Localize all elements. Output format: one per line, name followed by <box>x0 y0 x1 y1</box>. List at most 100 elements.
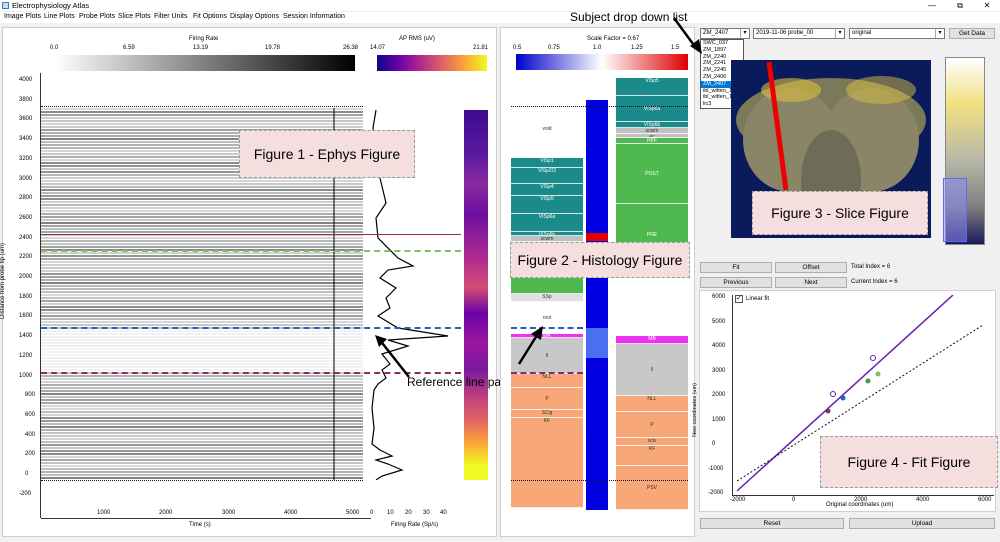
region: VISp2/3 <box>511 168 583 184</box>
ephys-y-tick: 1200 <box>19 352 33 359</box>
fit-line <box>736 295 954 492</box>
subject-option-selected[interactable]: ZM_2407 <box>701 80 743 88</box>
ephys-y-tick: 3800 <box>19 96 33 103</box>
firing-rate-line-plot <box>368 108 458 481</box>
subject-dropdown[interactable]: ZM_2407 ▾ <box>700 28 750 39</box>
fit-x-tick: -2000 <box>730 497 746 503</box>
probe-top-line <box>511 106 688 107</box>
subject-option[interactable]: ZM_2240 <box>703 53 727 60</box>
fr-x-axis-label: Firing Rate (Sp/s) <box>391 522 439 528</box>
fit-button[interactable]: Fit <box>700 262 772 273</box>
region: PSV <box>616 466 688 510</box>
fit-y-tick: 3000 <box>712 367 726 374</box>
ephys-y-tick: 2400 <box>19 234 33 241</box>
region: KF <box>511 418 583 508</box>
reference-line[interactable] <box>41 250 461 252</box>
subject-option[interactable]: ZM_2241 <box>703 60 727 67</box>
ephys-panel: Firing Rate 0.0 6.59 13.19 19.78 26.38 A… <box>0 27 508 537</box>
fr-tick: 13.19 <box>193 45 209 51</box>
minimize-button[interactable]: — <box>928 1 936 10</box>
region: HPF <box>616 138 688 144</box>
reference-arrow-icon <box>375 335 410 378</box>
menu-fit-options[interactable]: Fit Options <box>193 13 227 20</box>
ap-rms-title: AP RMS (uV) <box>399 36 435 42</box>
fit-y-tick: -1000 <box>708 465 724 472</box>
reference-line[interactable] <box>41 327 461 329</box>
subject-option[interactable]: SWC_037 <box>703 40 729 46</box>
get-data-button[interactable]: Get Data <box>949 28 995 39</box>
region-void: void <box>511 108 583 158</box>
ephys-y-tick: 2000 <box>19 274 33 280</box>
figure-1-annotation: Figure 1 - Ephys Figure <box>239 130 415 178</box>
subject-option[interactable]: ZM_2406 <box>703 73 727 80</box>
identity-line <box>736 324 984 482</box>
image-dropdown-value: original <box>852 30 872 36</box>
menu-display-options[interactable]: Display Options <box>230 13 280 20</box>
probe-tip-line <box>41 480 363 481</box>
image-dropdown[interactable]: original ▾ <box>849 28 945 39</box>
fit-point <box>875 371 881 377</box>
region: SCig <box>511 410 583 418</box>
subject-option[interactable]: ZM_1897 <box>703 46 727 53</box>
menu-session-information[interactable]: Session Information <box>283 13 345 20</box>
right-column: ZM_2407 ▾ 2019-11-06 probe_00 ▾ original… <box>692 27 999 542</box>
fit-y-tick: 2000 <box>712 392 726 398</box>
session-dropdown-value: 2019-11-06 probe_00 <box>756 30 814 36</box>
menu-line-plots[interactable]: Line Plots <box>44 13 75 20</box>
fit-x-tick: 6000 <box>978 497 992 503</box>
ephys-y-tick: 1400 <box>19 333 33 340</box>
region: scwm <box>616 128 688 134</box>
ephys-y-tick: -200 <box>19 490 32 497</box>
region: scwm <box>511 236 583 242</box>
histology-regions-right: VISp5 VISp6a VISp6b scwm ec HPF POST PRE… <box>616 78 688 510</box>
ephys-y-tick: 3600 <box>19 116 33 123</box>
subject-option[interactable]: ibl_witten_13 <box>703 87 736 94</box>
scale-tick: 0.5 <box>513 45 522 51</box>
subject-option[interactable]: lic3 <box>703 101 712 108</box>
offset-button[interactable]: Offset <box>775 262 847 273</box>
region: P <box>511 388 583 410</box>
chevron-down-icon: ▾ <box>740 29 749 38</box>
reset-button[interactable]: Reset <box>700 518 844 529</box>
fit-y-tick: -2000 <box>708 490 724 496</box>
fr-x-tick: 0 <box>370 510 374 516</box>
region: VISp5 <box>511 196 583 214</box>
menu-filter-units[interactable]: Filter Units <box>154 13 188 20</box>
fr-x-tick: 20 <box>405 510 412 516</box>
reference-line[interactable] <box>511 372 583 374</box>
session-dropdown[interactable]: 2019-11-06 probe_00 ▾ <box>753 28 845 39</box>
menu-probe-plots[interactable]: Probe Plots <box>79 13 116 20</box>
ephys-y-tick: 4000 <box>19 77 33 83</box>
fit-x-tick: 0 <box>792 497 796 503</box>
menu-image-plots[interactable]: Image Plots <box>4 13 41 20</box>
ap-tick: 14.07 <box>370 45 386 51</box>
ephys-y-tick: 2800 <box>19 195 33 202</box>
reference-line[interactable] <box>41 234 461 235</box>
total-index-label: Total Index = 6 <box>851 264 891 270</box>
upload-button[interactable]: Upload <box>849 518 995 529</box>
maximize-button[interactable]: ⧉ <box>957 1 963 10</box>
subject-option[interactable]: ibl_witten_14 <box>703 94 736 101</box>
linear-fit-checkbox[interactable]: ✓ <box>735 295 743 303</box>
fit-y-tick: 1000 <box>712 416 726 423</box>
fr-tick: 19.78 <box>265 45 281 51</box>
histology-regions-left: void VISp1 VISp2/3 VISp4 VISp5 VISp6a VI… <box>511 108 583 508</box>
subject-option[interactable]: ZM_2245 <box>703 67 727 74</box>
reference-line[interactable] <box>41 372 461 374</box>
scale-tick: 1.5 <box>671 45 680 51</box>
fit-y-axis-label: New coordinates (um) <box>691 383 698 437</box>
reference-line[interactable] <box>511 327 583 329</box>
previous-button[interactable]: Previous <box>700 277 772 288</box>
region: VISp5 <box>616 78 688 96</box>
close-button[interactable]: ✕ <box>983 1 991 10</box>
fit-y-tick: 5000 <box>712 318 726 325</box>
fit-x-axis <box>732 495 994 496</box>
menu-slice-plots[interactable]: Slice Plots <box>118 13 151 20</box>
region: SSp <box>511 294 583 302</box>
subject-dropdown-value: ZM_2407 <box>703 30 729 36</box>
ephys-y-tick: 1800 <box>19 293 33 300</box>
fit-point <box>840 395 846 401</box>
ephys-y-axis-label: Distance from probe tip (um) <box>0 242 7 320</box>
title-bar: Electrophysiology Atlas — ⧉ ✕ <box>0 0 1000 11</box>
next-button[interactable]: Next <box>775 277 847 288</box>
